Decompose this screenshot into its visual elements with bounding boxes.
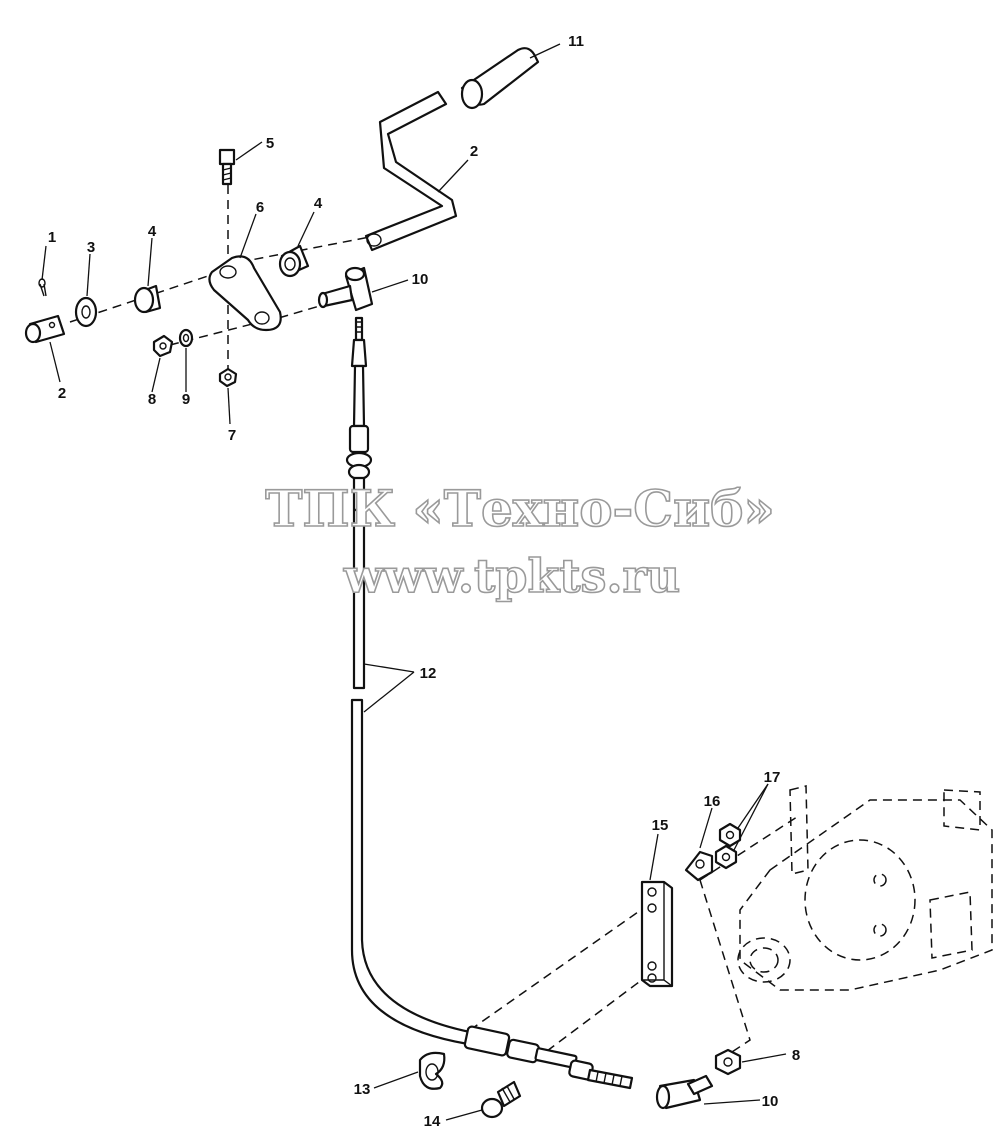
watermark-url: www.tpkts.ru — [343, 549, 680, 603]
mounting-bracket — [640, 880, 674, 988]
hand-lever — [364, 90, 458, 252]
bushing-left — [133, 284, 162, 314]
callout-17: 17 — [764, 769, 781, 786]
link-plate — [208, 255, 282, 332]
washer-small — [178, 328, 194, 348]
nut-small — [152, 334, 174, 358]
callout-3: 3 — [87, 239, 95, 256]
callout-2-lever: 2 — [470, 143, 478, 160]
callout-11: 11 — [568, 33, 584, 50]
callout-12: 12 — [420, 665, 437, 682]
callout-4-left: 4 — [148, 223, 157, 240]
callout-7: 7 — [228, 427, 236, 444]
callout-10-bottom: 10 — [762, 1093, 779, 1110]
callout-15: 15 — [652, 817, 669, 834]
leader-lines — [41, 43, 787, 1121]
callout-8-top: 8 — [148, 391, 156, 408]
nut-lower — [714, 1048, 742, 1076]
handle-grip — [460, 47, 540, 110]
control-cable — [345, 316, 634, 1090]
callout-6: 6 — [256, 199, 264, 216]
assembly-lines — [69, 170, 801, 1061]
cable-end-fitting-top — [317, 266, 374, 312]
watermark-company: ТПК «Техно-Сиб» — [265, 479, 775, 538]
callout-1: 1 — [48, 229, 56, 246]
bolt — [218, 148, 236, 186]
mounting-bolt — [480, 1080, 522, 1119]
callout-16: 16 — [704, 793, 721, 810]
callout-14: 14 — [424, 1113, 441, 1130]
cable-end-fitting-bottom — [655, 1074, 714, 1110]
bushing-right — [278, 244, 310, 278]
cotter-pin — [38, 278, 47, 297]
watermark: ТПК «Техно-Сиб» www.tpkts.ru — [264, 478, 775, 604]
callout-numbers: 1 2 3 4 4 5 6 7 8 9 10 11 2 12 13 14 10 … — [48, 33, 800, 1130]
nut-pair — [714, 822, 742, 870]
cable-clip — [418, 1051, 446, 1090]
lock-nut — [218, 367, 238, 388]
pin — [24, 314, 66, 344]
callout-4-right: 4 — [314, 195, 323, 212]
callout-10-top: 10 — [412, 271, 429, 288]
washer — [74, 296, 98, 328]
callout-5: 5 — [266, 135, 274, 152]
callout-9: 9 — [182, 391, 190, 408]
transmission-housing-phantom — [737, 785, 993, 991]
callout-13: 13 — [354, 1081, 371, 1098]
clamp-bracket — [684, 850, 714, 882]
callout-8-bottom: 8 — [792, 1047, 800, 1064]
callout-2-pin: 2 — [58, 385, 66, 402]
